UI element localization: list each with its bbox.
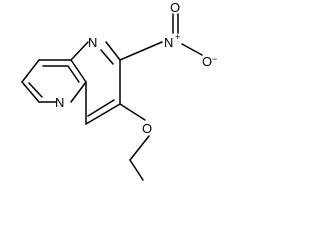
bond-c3-c4 [85,103,121,125]
bond-c4a-c8a-inner [67,65,80,83]
bond-c7-c6 [21,59,40,83]
bond-c8a-n1 [70,41,89,61]
atom-ether-o: O [142,121,152,136]
charge-nitro-n: + [175,32,180,42]
bond-n5-c4a [70,81,87,103]
bond-ether-o-ch2 [129,135,150,161]
atom-n1: N [88,35,97,50]
structure-canvas: N N N + O O − O [21,0,217,181]
atom-nitro-n: N [164,35,173,50]
bond-n1-c2-inner [100,49,114,65]
bond-c2-nitro-n [119,41,163,61]
bond-c6-c5 [21,81,40,103]
bond-nitro-n-o-right [181,43,203,56]
bond-c4a-c8a [70,59,87,83]
atom-n5: N [55,95,64,110]
bond-c3-ether-o [119,103,146,121]
molecule-structure: N N N + O O − O [21,0,217,181]
bond-c6-c5-inner [28,82,43,98]
atom-nitro-o-top: O [170,0,180,15]
bond-n1-c2 [105,41,121,61]
charge-nitro-o-right: − [212,54,217,64]
bond-ch2-ch3 [129,159,144,181]
atom-nitro-o-right: O [202,54,212,69]
bond-c3-c4-inner [87,99,115,117]
